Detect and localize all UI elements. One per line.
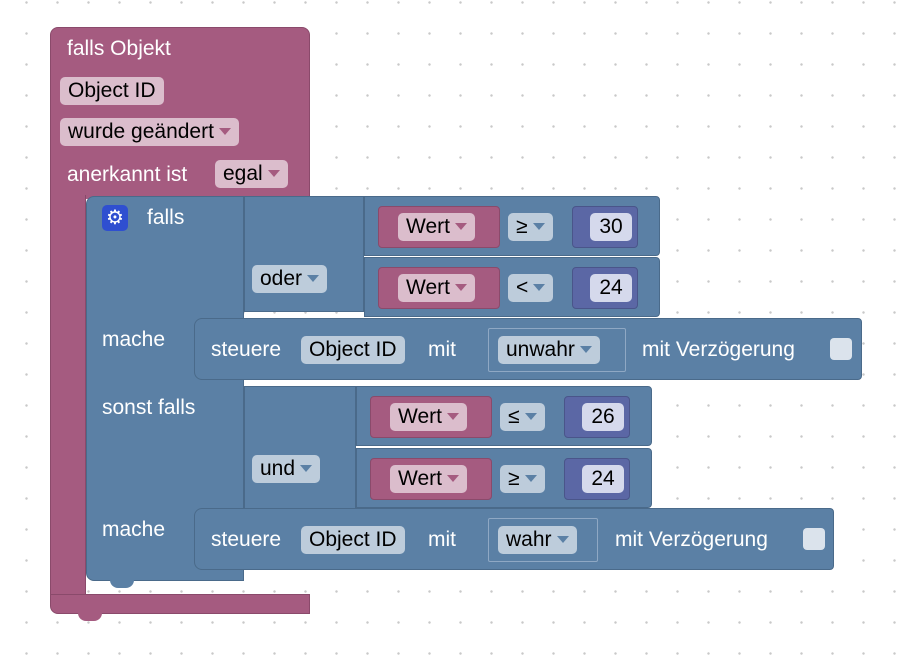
value-label-2a: Wert [398,405,442,428]
control-object-id-1[interactable]: Object ID [301,336,405,364]
delay-checkbox-1[interactable] [830,338,852,360]
chevron-down-icon [300,464,313,472]
chevron-down-icon [524,474,537,482]
trigger-title: falls Objekt [67,37,171,60]
chevron-down-icon [533,283,546,291]
control-with-label-2: mit [428,528,456,551]
do-label-2: mache [102,518,166,541]
ack-label: anerkannt ist [67,163,188,186]
value-label-1b: Wert [406,276,450,299]
value-label-1a: Wert [406,215,450,238]
logic-operator-value-1: oder [260,267,303,290]
trigger-block-footer [50,594,310,614]
control-value-dropdown-1[interactable]: unwahr [498,336,600,364]
control-value-1: unwahr [506,338,575,361]
compare-op-dropdown-2b[interactable]: ≥ [500,465,545,493]
control-value-dropdown-2[interactable]: wahr [498,526,577,554]
chevron-down-icon [524,412,537,420]
chevron-down-icon [446,474,459,482]
delay-label-1: mit Verzögerung [642,338,795,361]
number-field-2b[interactable]: 24 [582,465,624,493]
chevron-down-icon [454,283,467,291]
chevron-down-icon [446,412,459,420]
value-dropdown-2b[interactable]: Wert [390,465,467,493]
if-bottom-notch [110,580,134,588]
do-label-1: mache [102,328,166,351]
delay-label-2: mit Verzögerung [615,528,768,551]
trigger-mode-dropdown[interactable]: wurde geändert [60,118,239,146]
control-label-2: steuere [211,528,282,551]
trigger-bottom-notch [78,613,102,621]
value-dropdown-1b[interactable]: Wert [398,274,475,302]
trigger-object-id[interactable]: Object ID [60,77,164,105]
chevron-down-icon [307,274,320,282]
chevron-down-icon [218,127,231,135]
control-object-id-2[interactable]: Object ID [301,526,405,554]
logic-operator-dropdown-1[interactable]: oder [252,265,328,293]
trigger-mode-value: wurde geändert [68,120,214,143]
ack-dropdown[interactable]: egal [215,160,288,188]
elseif-label: sonst falls [102,396,196,419]
compare-op-dropdown-1b[interactable]: < [508,274,554,302]
control-with-label-1: mit [428,338,456,361]
if-label: falls [147,206,185,229]
control-label-1: steuere [211,338,282,361]
compare-op-1a: ≥ [516,215,528,238]
chevron-down-icon [532,222,545,230]
gear-icon[interactable]: ⚙ [102,205,128,231]
ack-value: egal [223,162,263,185]
number-field-1b[interactable]: 24 [590,274,632,302]
number-field-2a[interactable]: 26 [582,403,624,431]
value-label-2b: Wert [398,467,442,490]
delay-checkbox-2[interactable] [803,528,825,550]
chevron-down-icon [579,345,592,353]
if-condition-row-2 [244,386,356,510]
chevron-down-icon [556,535,569,543]
logic-operator-dropdown-2[interactable]: und [252,455,321,483]
compare-op-2b: ≥ [508,467,520,490]
number-field-1a[interactable]: 30 [590,213,632,241]
value-dropdown-1a[interactable]: Wert [398,213,475,241]
compare-op-dropdown-1a[interactable]: ≥ [508,213,553,241]
logic-operator-value-2: und [260,457,296,480]
if-condition-row-1 [244,196,364,312]
compare-op-dropdown-2a[interactable]: ≤ [500,403,545,431]
chevron-down-icon [267,169,280,177]
chevron-down-icon [454,222,467,230]
compare-op-1b: < [516,276,529,299]
compare-op-2a: ≤ [508,405,520,428]
value-dropdown-2a[interactable]: Wert [390,403,467,431]
trigger-block-spine [50,195,86,595]
control-value-2: wahr [506,528,552,551]
